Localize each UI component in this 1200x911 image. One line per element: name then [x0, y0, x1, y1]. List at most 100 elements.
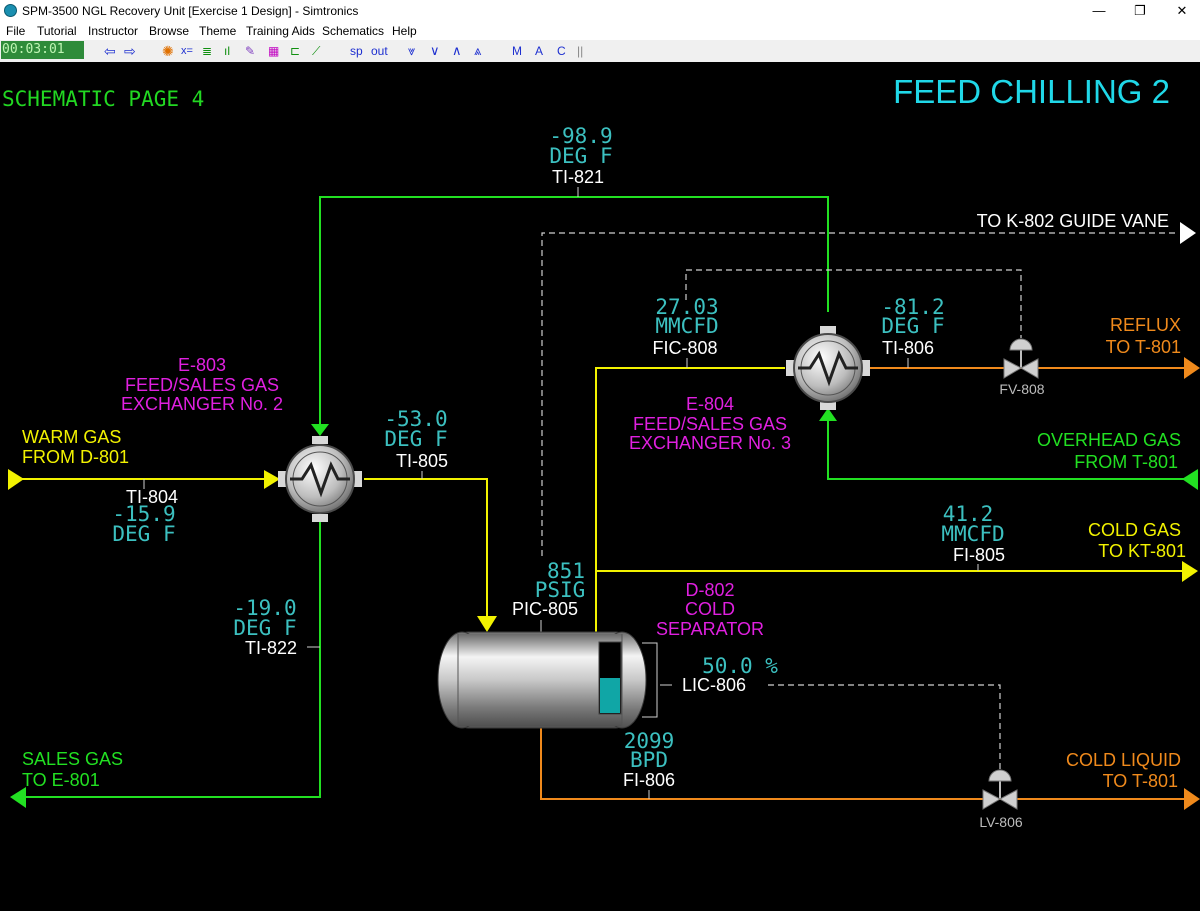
- schematic-canvas: SCHEMATIC PAGE 4 FEED CHILLING 2: [0, 62, 1200, 906]
- multiply-icon[interactable]: x=: [181, 45, 193, 57]
- signal-lines: [541, 232, 1176, 771]
- chart-icon[interactable]: ıl: [224, 44, 230, 58]
- minimize-button[interactable]: —: [1092, 3, 1106, 18]
- double-down-icon[interactable]: ⩔: [408, 43, 416, 58]
- fi805-unit: MMCFD: [941, 522, 1004, 546]
- menu-tutorial[interactable]: Tutorial: [37, 24, 77, 38]
- menu-theme[interactable]: Theme: [199, 24, 237, 38]
- ti806-unit: DEG F: [881, 314, 944, 338]
- double-up-icon[interactable]: ⩓: [474, 43, 482, 58]
- reflux-label-1: REFLUX: [1110, 315, 1181, 335]
- forward-arrow-icon[interactable]: ⇨: [124, 43, 136, 59]
- fic808-value: 27.03: [655, 295, 718, 319]
- mode-manual-button[interactable]: M: [512, 44, 522, 58]
- diagram-icon[interactable]: ⊏: [290, 44, 301, 58]
- menu-training-aids[interactable]: Training Aids: [246, 24, 315, 38]
- fi806-value: 2099: [624, 729, 675, 753]
- sim-clock: 00:03:01: [1, 41, 84, 59]
- e804-desc-1: FEED/SALES GAS: [633, 414, 787, 434]
- lv806-tag: LV-806: [979, 814, 1023, 830]
- fi806-tag: FI-806: [623, 770, 675, 790]
- cold-gas-label-2: TO KT-801: [1098, 541, 1186, 561]
- pic805-unit: PSIG: [535, 578, 586, 602]
- overhead-gas-label-2: FROM T-801: [1074, 452, 1178, 472]
- ti804-tag: TI-804: [126, 487, 178, 507]
- fi805-tag: FI-805: [953, 545, 1005, 565]
- mode-cascade-button[interactable]: C: [557, 44, 566, 58]
- equipment-labels: E-803 FEED/SALES GAS EXCHANGER No. 2 E-8…: [121, 355, 791, 639]
- overhead-gas-label-1: OVERHEAD GAS: [1037, 430, 1181, 450]
- warm-gas-label-2: FROM D-801: [22, 447, 129, 467]
- sales-gas-line: [18, 196, 1190, 798]
- fic808-unit: MMCFD: [655, 314, 718, 338]
- ti805-unit: DEG F: [384, 427, 447, 451]
- menu-help[interactable]: Help: [392, 24, 417, 38]
- toolbar-separator: ||: [577, 44, 584, 58]
- cold-liquid-outlet-arrow: [1184, 788, 1200, 810]
- ti806-readout[interactable]: -81.2 DEG F TI-806: [881, 295, 944, 358]
- e803-desc-1: FEED/SALES GAS: [125, 375, 279, 395]
- close-button[interactable]: ✕: [1176, 3, 1188, 18]
- menu-browse[interactable]: Browse: [149, 24, 190, 38]
- cold-liquid-line: [540, 728, 1188, 800]
- ti805-value: -53.0: [384, 407, 447, 431]
- down-icon[interactable]: ∨: [430, 43, 440, 58]
- schematic-title: FEED CHILLING 2: [893, 73, 1170, 110]
- menu-bar: File Tutorial Instructor Browse Theme Tr…: [0, 22, 1200, 40]
- out-button[interactable]: out: [371, 44, 388, 58]
- sun-icon[interactable]: ✺: [162, 43, 174, 59]
- cold-gas-outlet-arrow: [1182, 561, 1198, 582]
- ti821-tag: TI-821: [552, 167, 604, 187]
- pencil-icon[interactable]: ✎: [245, 44, 256, 58]
- bars-icon[interactable]: ≣: [202, 44, 213, 58]
- fv808-control-valve[interactable]: [1003, 338, 1039, 379]
- instrument-tie-lines: [143, 187, 979, 799]
- menu-file[interactable]: File: [6, 24, 26, 38]
- pic805-tag: PIC-805: [512, 599, 578, 619]
- ti822-unit: DEG F: [233, 616, 296, 640]
- ti821-readout[interactable]: -98.9 DEG F TI-821: [549, 124, 612, 187]
- grid-icon[interactable]: ▦: [268, 44, 280, 58]
- lic806-readout[interactable]: 50.0 % LIC-806: [682, 654, 778, 695]
- ti806-tag: TI-806: [882, 338, 934, 358]
- sales-gas-label-1: SALES GAS: [22, 749, 123, 769]
- separator-inlet-arrow: [477, 616, 497, 632]
- up-icon[interactable]: ∧: [452, 43, 462, 58]
- fv808-tag: FV-808: [999, 381, 1044, 397]
- ti821-value: -98.9: [549, 124, 612, 148]
- ti804-readout[interactable]: TI-804 -15.9 DEG F: [112, 487, 178, 546]
- e804-heat-exchanger[interactable]: [786, 326, 870, 410]
- trend-icon[interactable]: ⟋: [312, 44, 321, 58]
- fi805-readout[interactable]: 41.2 MMCFD FI-805: [941, 502, 1005, 565]
- fi806-readout[interactable]: 2099 BPD FI-806: [623, 729, 675, 790]
- menu-schematics[interactable]: Schematics: [322, 24, 385, 38]
- sp-button[interactable]: sp: [350, 44, 363, 58]
- app-icon: [4, 4, 17, 17]
- ti805-readout[interactable]: -53.0 DEG F TI-805: [384, 407, 448, 471]
- reflux-outlet-arrow: [1184, 357, 1200, 379]
- pic805-readout[interactable]: 851 PSIG PIC-805: [512, 559, 585, 619]
- sales-gas-outlet-arrow: [10, 787, 26, 808]
- sales-gas-flow-arrow: [311, 424, 329, 436]
- d802-cold-separator[interactable]: [437, 631, 647, 729]
- pic805-value: 851: [547, 559, 585, 583]
- menu-instructor[interactable]: Instructor: [88, 24, 139, 38]
- e803-tag: E-803: [178, 355, 226, 375]
- ti822-tag: TI-822: [245, 638, 297, 658]
- lv806-control-valve[interactable]: [982, 769, 1018, 810]
- guide-vane-arrow: [1180, 222, 1196, 244]
- fi806-unit: BPD: [630, 748, 668, 772]
- warm-gas-label-1: WARM GAS: [22, 427, 121, 447]
- stream-labels: WARM GAS FROM D-801 SALES GAS TO E-801 T…: [22, 211, 1186, 791]
- ti822-readout[interactable]: -19.0 DEG F TI-822: [233, 596, 297, 658]
- restore-button[interactable]: ❐: [1134, 3, 1146, 18]
- mode-auto-button[interactable]: A: [535, 44, 544, 58]
- fic808-tag: FIC-808: [652, 338, 717, 358]
- cold-liquid-label-1: COLD LIQUID: [1066, 750, 1181, 770]
- back-arrow-icon[interactable]: ⇦: [104, 43, 116, 59]
- overhead-gas-flow-arrow: [819, 408, 837, 421]
- fic808-readout[interactable]: 27.03 MMCFD FIC-808: [652, 295, 718, 358]
- cold-liquid-label-2: TO T-801: [1103, 771, 1178, 791]
- e803-heat-exchanger[interactable]: [278, 436, 362, 522]
- reflux-label-2: TO T-801: [1106, 337, 1181, 357]
